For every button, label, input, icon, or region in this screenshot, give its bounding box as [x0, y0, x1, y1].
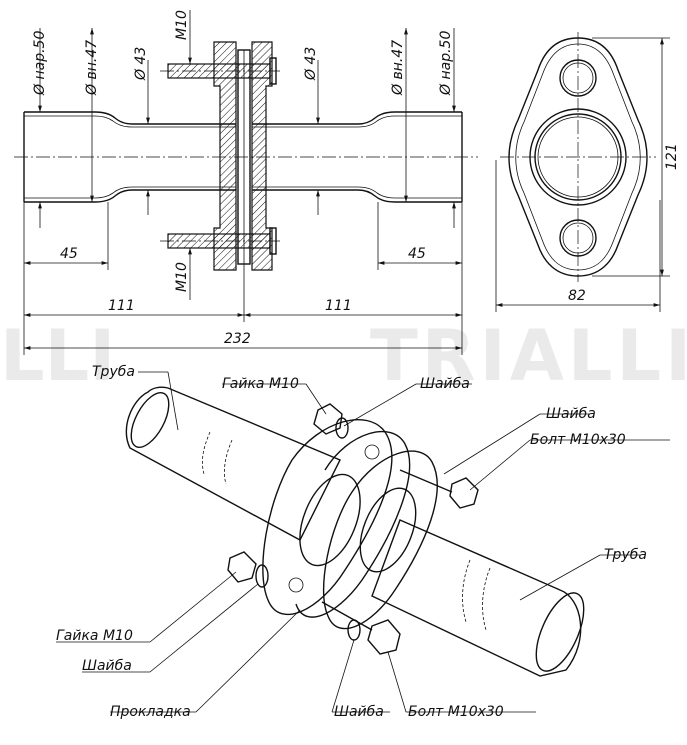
label-gasket: Прокладка: [110, 704, 191, 720]
dim-43-left: Ø 43: [133, 47, 149, 81]
svg-text:LLI: LLI: [0, 315, 115, 397]
side-view: [14, 10, 478, 355]
label-pipe-right: Труба: [604, 547, 647, 563]
label-washer-top: Шайба: [420, 376, 470, 392]
label-bolt-right: Болт М10х30: [530, 432, 626, 448]
label-washer-right: Шайба: [546, 406, 596, 422]
label-pipe-left: Труба: [92, 364, 135, 380]
label-bolt-bottom: Болт М10х30: [408, 704, 504, 720]
label-washer-bottom: Шайба: [334, 704, 384, 720]
svg-text:TRIALLI: TRIALLI: [370, 315, 687, 397]
dim-total-length: 232: [224, 331, 251, 347]
label-nut-top: Гайка М10: [222, 376, 299, 392]
label-nut-left: Гайка М10: [56, 628, 133, 644]
dim-111-left: 111: [108, 298, 135, 314]
dim-outer-dia-left: Ø нар.50: [32, 31, 48, 96]
dim-inner-dia-left: Ø вн.47: [84, 40, 100, 96]
dim-bolt-top: M10: [174, 10, 190, 40]
dim-111-right: 111: [325, 298, 352, 314]
flange-front-view: [495, 32, 670, 312]
dim-inner-dia-right: Ø вн.47: [390, 40, 406, 96]
dim-outer-dia-right: Ø нар.50: [438, 31, 454, 96]
dim-43-right: Ø 43: [303, 47, 319, 81]
dim-45-right: 45: [408, 246, 426, 262]
label-washer-left: Шайба: [82, 658, 132, 674]
dim-45-left: 45: [60, 246, 78, 262]
watermark: TRIALLI LLI: [0, 315, 687, 397]
dim-flange-width: 82: [568, 288, 586, 304]
dim-flange-height: 121: [664, 143, 680, 170]
dim-bolt-bottom: M10: [174, 262, 190, 292]
assembly-view: [56, 371, 670, 713]
